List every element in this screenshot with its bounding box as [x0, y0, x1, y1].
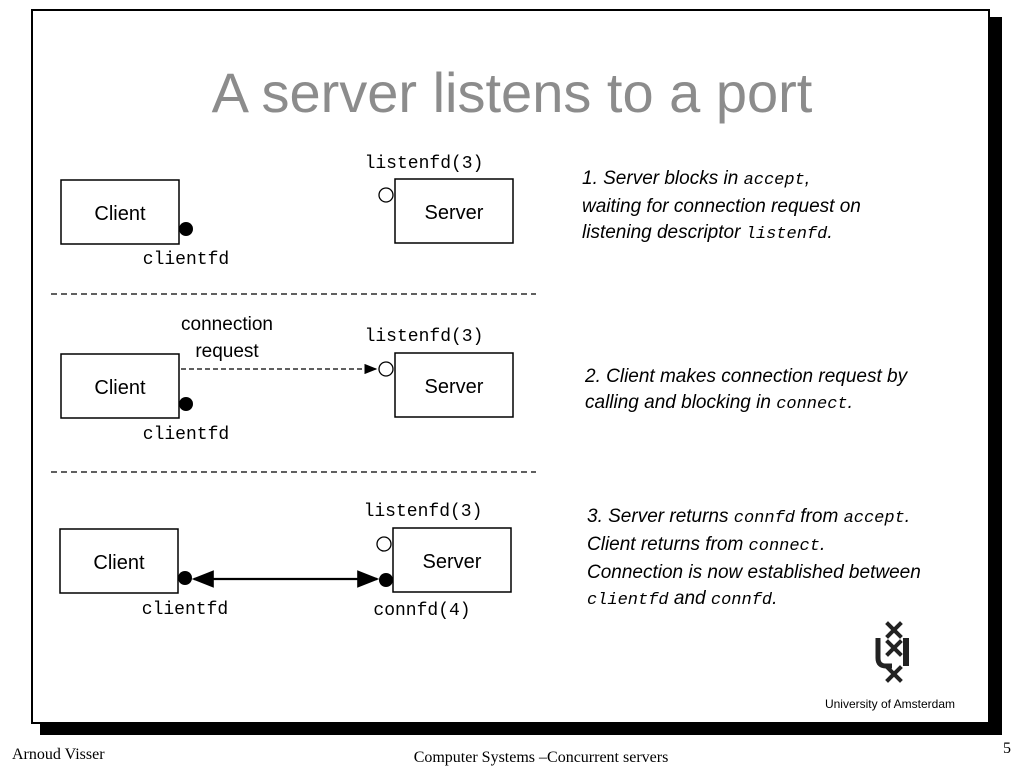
client-socket [178, 571, 192, 585]
footer-author: Arnoud Visser [12, 746, 105, 763]
step-2-text: 2. Client makes connection request by ca… [585, 364, 1005, 418]
panel-3: listenfd(3) Client clientfd Server connf… [59, 502, 512, 621]
client-box [60, 179, 180, 245]
footer-course: Computer Systems –Concurrent servers [413, 749, 669, 766]
step-3-line-1: 3. Server returns connfd from accept. [587, 506, 911, 528]
step-2-line-1: 2. Client makes connection request by [585, 366, 908, 387]
client-label: Client [93, 552, 145, 574]
university-logo-icon [875, 621, 909, 683]
listenfd-label: listenfd(3) [365, 327, 484, 347]
step-1-line-2: waiting for connection request on [582, 196, 861, 217]
server-label: Server [425, 376, 484, 398]
connection-request-label-line1: connection [181, 314, 273, 335]
client-label: Client [94, 377, 146, 399]
step-3-text: 3. Server returns connfd from accept. Cl… [587, 504, 1007, 614]
clientfd-label: clientfd [142, 600, 228, 620]
panel-2: connection request listenfd(3) Client cl… [60, 314, 514, 445]
client-box [59, 528, 179, 594]
clientfd-label: clientfd [143, 250, 229, 270]
client-label: Client [94, 203, 146, 225]
step-1-text: 1. Server blocks in accept, waiting for … [582, 166, 1002, 248]
listen-socket [378, 361, 394, 377]
step-2-line-2: calling and blocking in connect. [585, 392, 853, 414]
listenfd-label: listenfd(3) [364, 502, 483, 522]
panel-1: listenfd(3) Client clientfd Server [60, 154, 514, 270]
client-box [60, 353, 180, 419]
listen-socket [378, 187, 394, 203]
connfd-socket [379, 573, 393, 587]
client-socket [179, 397, 193, 411]
listenfd-label: listenfd(3) [365, 154, 484, 174]
server-box [394, 178, 514, 244]
slide-title: A server listens to a port [211, 61, 813, 124]
client-socket [179, 222, 193, 236]
step-1-line-1: 1. Server blocks in accept, [582, 168, 811, 190]
footer-page-number: 5 [1003, 740, 1011, 757]
server-label: Server [425, 202, 484, 224]
connfd-label: connfd(4) [373, 601, 470, 621]
server-box [392, 527, 512, 593]
server-label: Server [423, 551, 482, 573]
step-3-line-3: Connection is now established between [587, 562, 921, 583]
step-3-line-4: clientfd and connfd. [587, 588, 778, 610]
step-1-line-3: listening descriptor listenfd. [582, 222, 833, 244]
server-box [394, 352, 514, 418]
university-name: University of Amsterdam [824, 697, 956, 711]
step-3-line-2: Client returns from connect. [587, 534, 826, 556]
listen-socket [376, 536, 392, 552]
clientfd-label: clientfd [143, 425, 229, 445]
connection-request-label-line2: request [195, 341, 259, 362]
